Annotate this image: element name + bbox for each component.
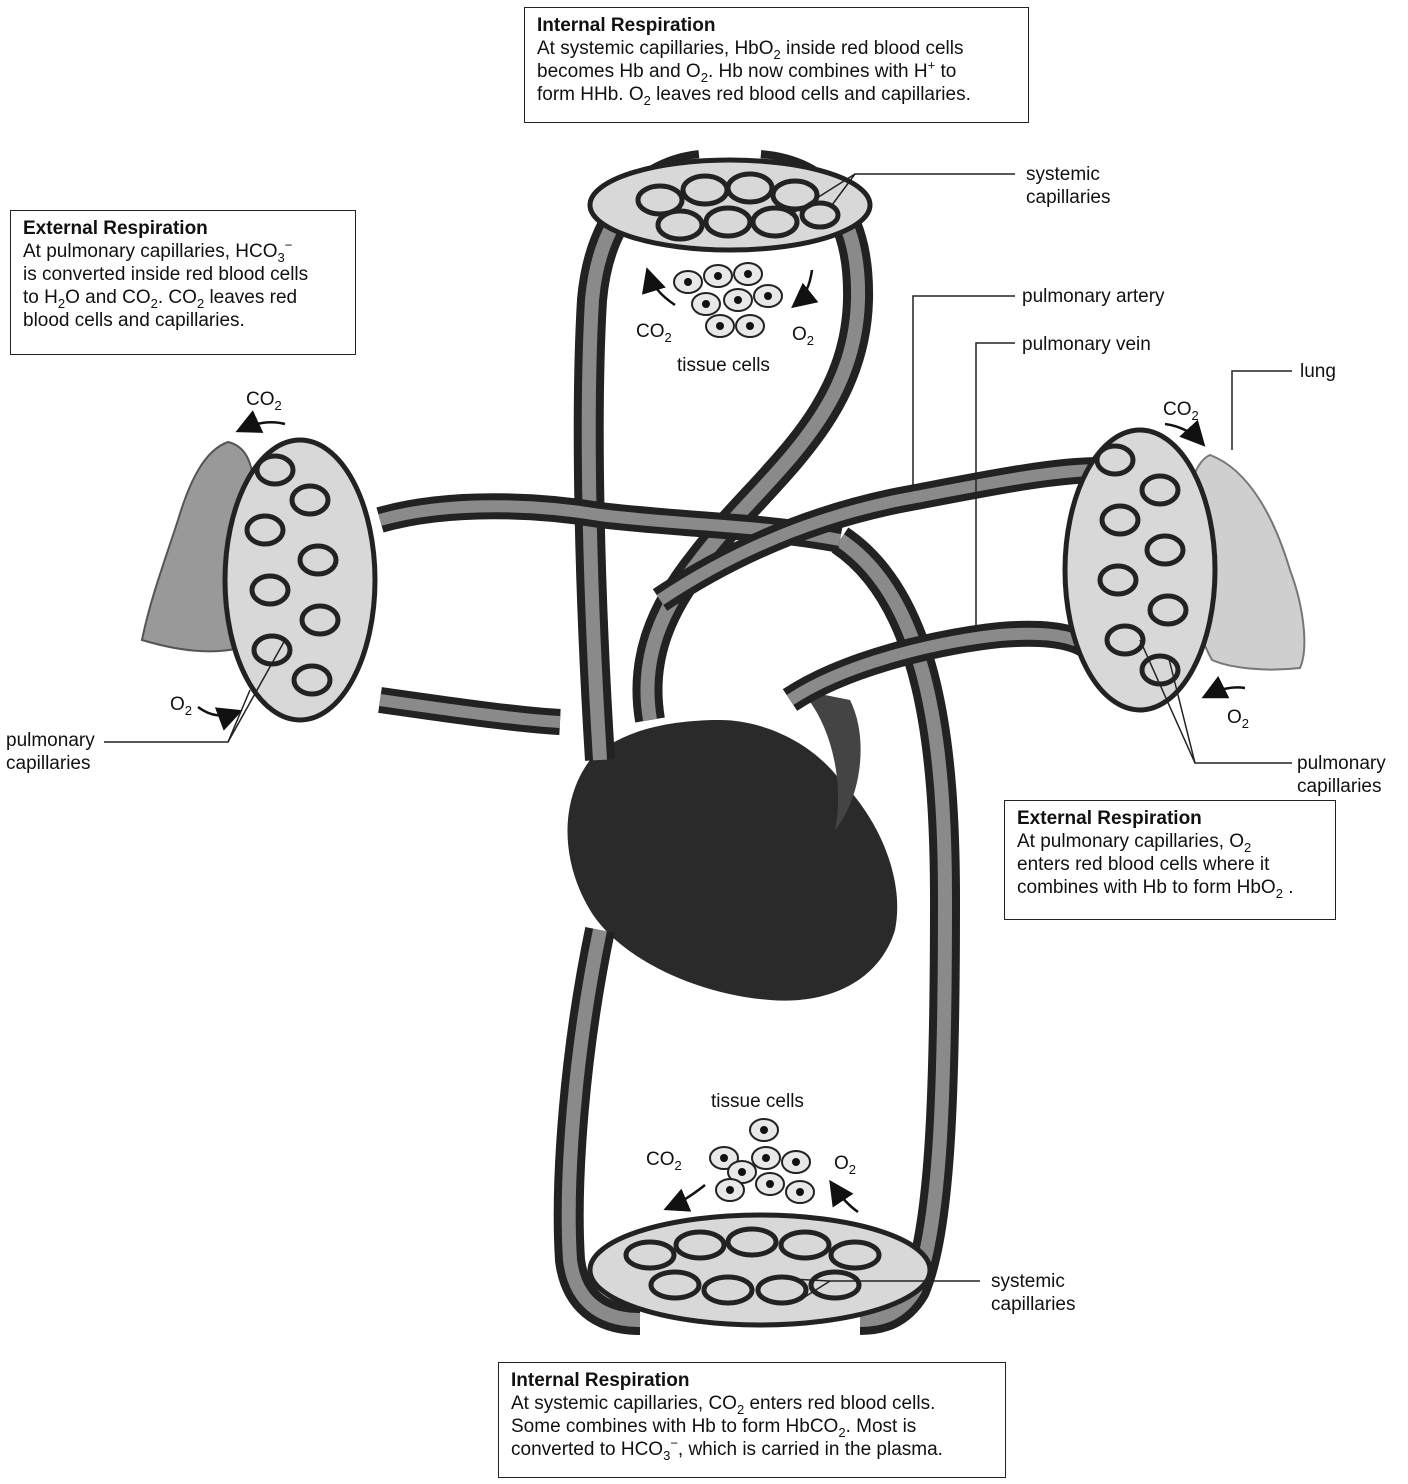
box-body: At systemic capillaries, CO2 enters red … [511, 1392, 993, 1461]
text-line: capillaries [1026, 186, 1110, 209]
label-o2-left: O2 [170, 693, 192, 716]
text-line: is converted inside red blood cells [23, 263, 343, 286]
label-o2-bottom: O2 [834, 1152, 856, 1175]
label-lung: lung [1300, 360, 1336, 383]
label-co2-bottom: CO2 [646, 1148, 682, 1171]
text-line: At systemic capillaries, HbO2 inside red… [537, 37, 1016, 60]
co2-arrow-bottom [668, 1185, 705, 1208]
label-co2-right: CO2 [1163, 398, 1199, 421]
o2-arrow-left [198, 707, 238, 715]
text-line: becomes Hb and O2. Hb now combines with … [537, 60, 1016, 83]
label-o2-top: O2 [792, 323, 814, 346]
o2-arrow-right [1206, 687, 1245, 696]
label-tissue-cells-top: tissue cells [677, 354, 770, 377]
tissue-cells-top [674, 263, 782, 337]
box-body: At pulmonary capillaries, HCO3−is conver… [23, 240, 343, 332]
pulmonary-capillaries-left [225, 440, 375, 720]
box-title: External Respiration [1017, 807, 1323, 830]
o2-arrow-bottom [832, 1184, 858, 1212]
o2-arrow-top [795, 270, 812, 305]
box-body: At systemic capillaries, HbO2 inside red… [537, 37, 1016, 106]
label-pulmonary-artery: pulmonary artery [1022, 285, 1165, 308]
co2-arrow-left [240, 422, 285, 430]
label-co2-left: CO2 [246, 388, 282, 411]
text-line: enters red blood cells where it [1017, 853, 1323, 876]
text-line: pulmonary [1297, 752, 1386, 775]
label-co2-top: CO2 [636, 320, 672, 343]
text-line: Some combines with Hb to form HbCO2. Mos… [511, 1415, 993, 1438]
internal-respiration-bottom-box: Internal Respiration At systemic capilla… [498, 1362, 1006, 1478]
text-line: blood cells and capillaries. [23, 309, 343, 332]
systemic-capillaries-top [590, 160, 870, 250]
text-line: combines with Hb to form HbO2 . [1017, 876, 1323, 899]
external-respiration-right-box: External Respiration At pulmonary capill… [1004, 800, 1336, 920]
box-title: External Respiration [23, 217, 343, 240]
text-line: capillaries [1297, 775, 1386, 798]
text-line: At systemic capillaries, CO2 enters red … [511, 1392, 993, 1415]
text-line: pulmonary [6, 729, 95, 752]
text-line: to H2O and CO2. CO2 leaves red [23, 286, 343, 309]
label-tissue-cells-bottom: tissue cells [711, 1090, 804, 1113]
text-line: converted to HCO3−, which is carried in … [511, 1438, 993, 1461]
pulmonary-capillaries-right [1065, 430, 1215, 710]
systemic-capillaries-bottom [590, 1215, 930, 1325]
label-o2-right: O2 [1227, 706, 1249, 729]
label-pulmonary-vein: pulmonary vein [1022, 333, 1151, 356]
external-respiration-left-box: External Respiration At pulmonary capill… [10, 210, 356, 355]
text-line: capillaries [6, 752, 95, 775]
text-line: At pulmonary capillaries, O2 [1017, 830, 1323, 853]
box-title: Internal Respiration [511, 1369, 993, 1392]
text-line: systemic [1026, 163, 1110, 186]
co2-arrow-top [648, 272, 675, 305]
internal-respiration-top-box: Internal Respiration At systemic capilla… [524, 7, 1029, 123]
box-title: Internal Respiration [537, 14, 1016, 37]
text-line: form HHb. O2 leaves red blood cells and … [537, 83, 1016, 106]
text-line: At pulmonary capillaries, HCO3− [23, 240, 343, 263]
text-line: capillaries [991, 1293, 1075, 1316]
text-line: systemic [991, 1270, 1075, 1293]
